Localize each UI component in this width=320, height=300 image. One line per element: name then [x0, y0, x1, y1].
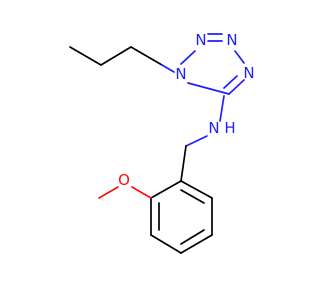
atom-n2: N — [195, 31, 206, 49]
bond-c5-nh — [219, 95, 225, 122]
bond-butyl-1 — [69, 46, 102, 66]
bond-n4-c5-double — [223, 75, 238, 89]
atom-methoxy-o: O — [118, 171, 130, 189]
bond-butyl-n1 — [161, 64, 175, 73]
atom-n3: N — [226, 31, 237, 49]
bond-n3-n4 — [234, 50, 245, 64]
bond-ring-6 — [180, 180, 213, 199]
bond-ch2-ring — [180, 145, 187, 182]
bond-butyl-2 — [100, 46, 132, 66]
bond-ring-4-double — [180, 229, 205, 245]
bond-butyl-3 — [130, 46, 163, 66]
bond-o-methyl — [98, 186, 119, 199]
molecule-structure: N N N N N H O — [69, 31, 255, 254]
atom-n4: N — [243, 64, 254, 82]
bond-ring-6-double — [180, 189, 205, 204]
bond-n4-c5 — [228, 79, 245, 95]
bond-ring-1 — [150, 180, 182, 199]
atom-amine-h: H — [224, 119, 235, 137]
bond-c5-n1 — [187, 82, 230, 95]
atom-amine-n: N — [208, 119, 219, 137]
bond-ring-o — [131, 186, 152, 199]
bond-n1-n2 — [180, 50, 196, 65]
bond-ring-4 — [180, 234, 213, 254]
atom-n1: N — [175, 65, 186, 83]
bond-ring-3 — [150, 234, 182, 254]
bond-nh-ch2 — [185, 135, 208, 147]
